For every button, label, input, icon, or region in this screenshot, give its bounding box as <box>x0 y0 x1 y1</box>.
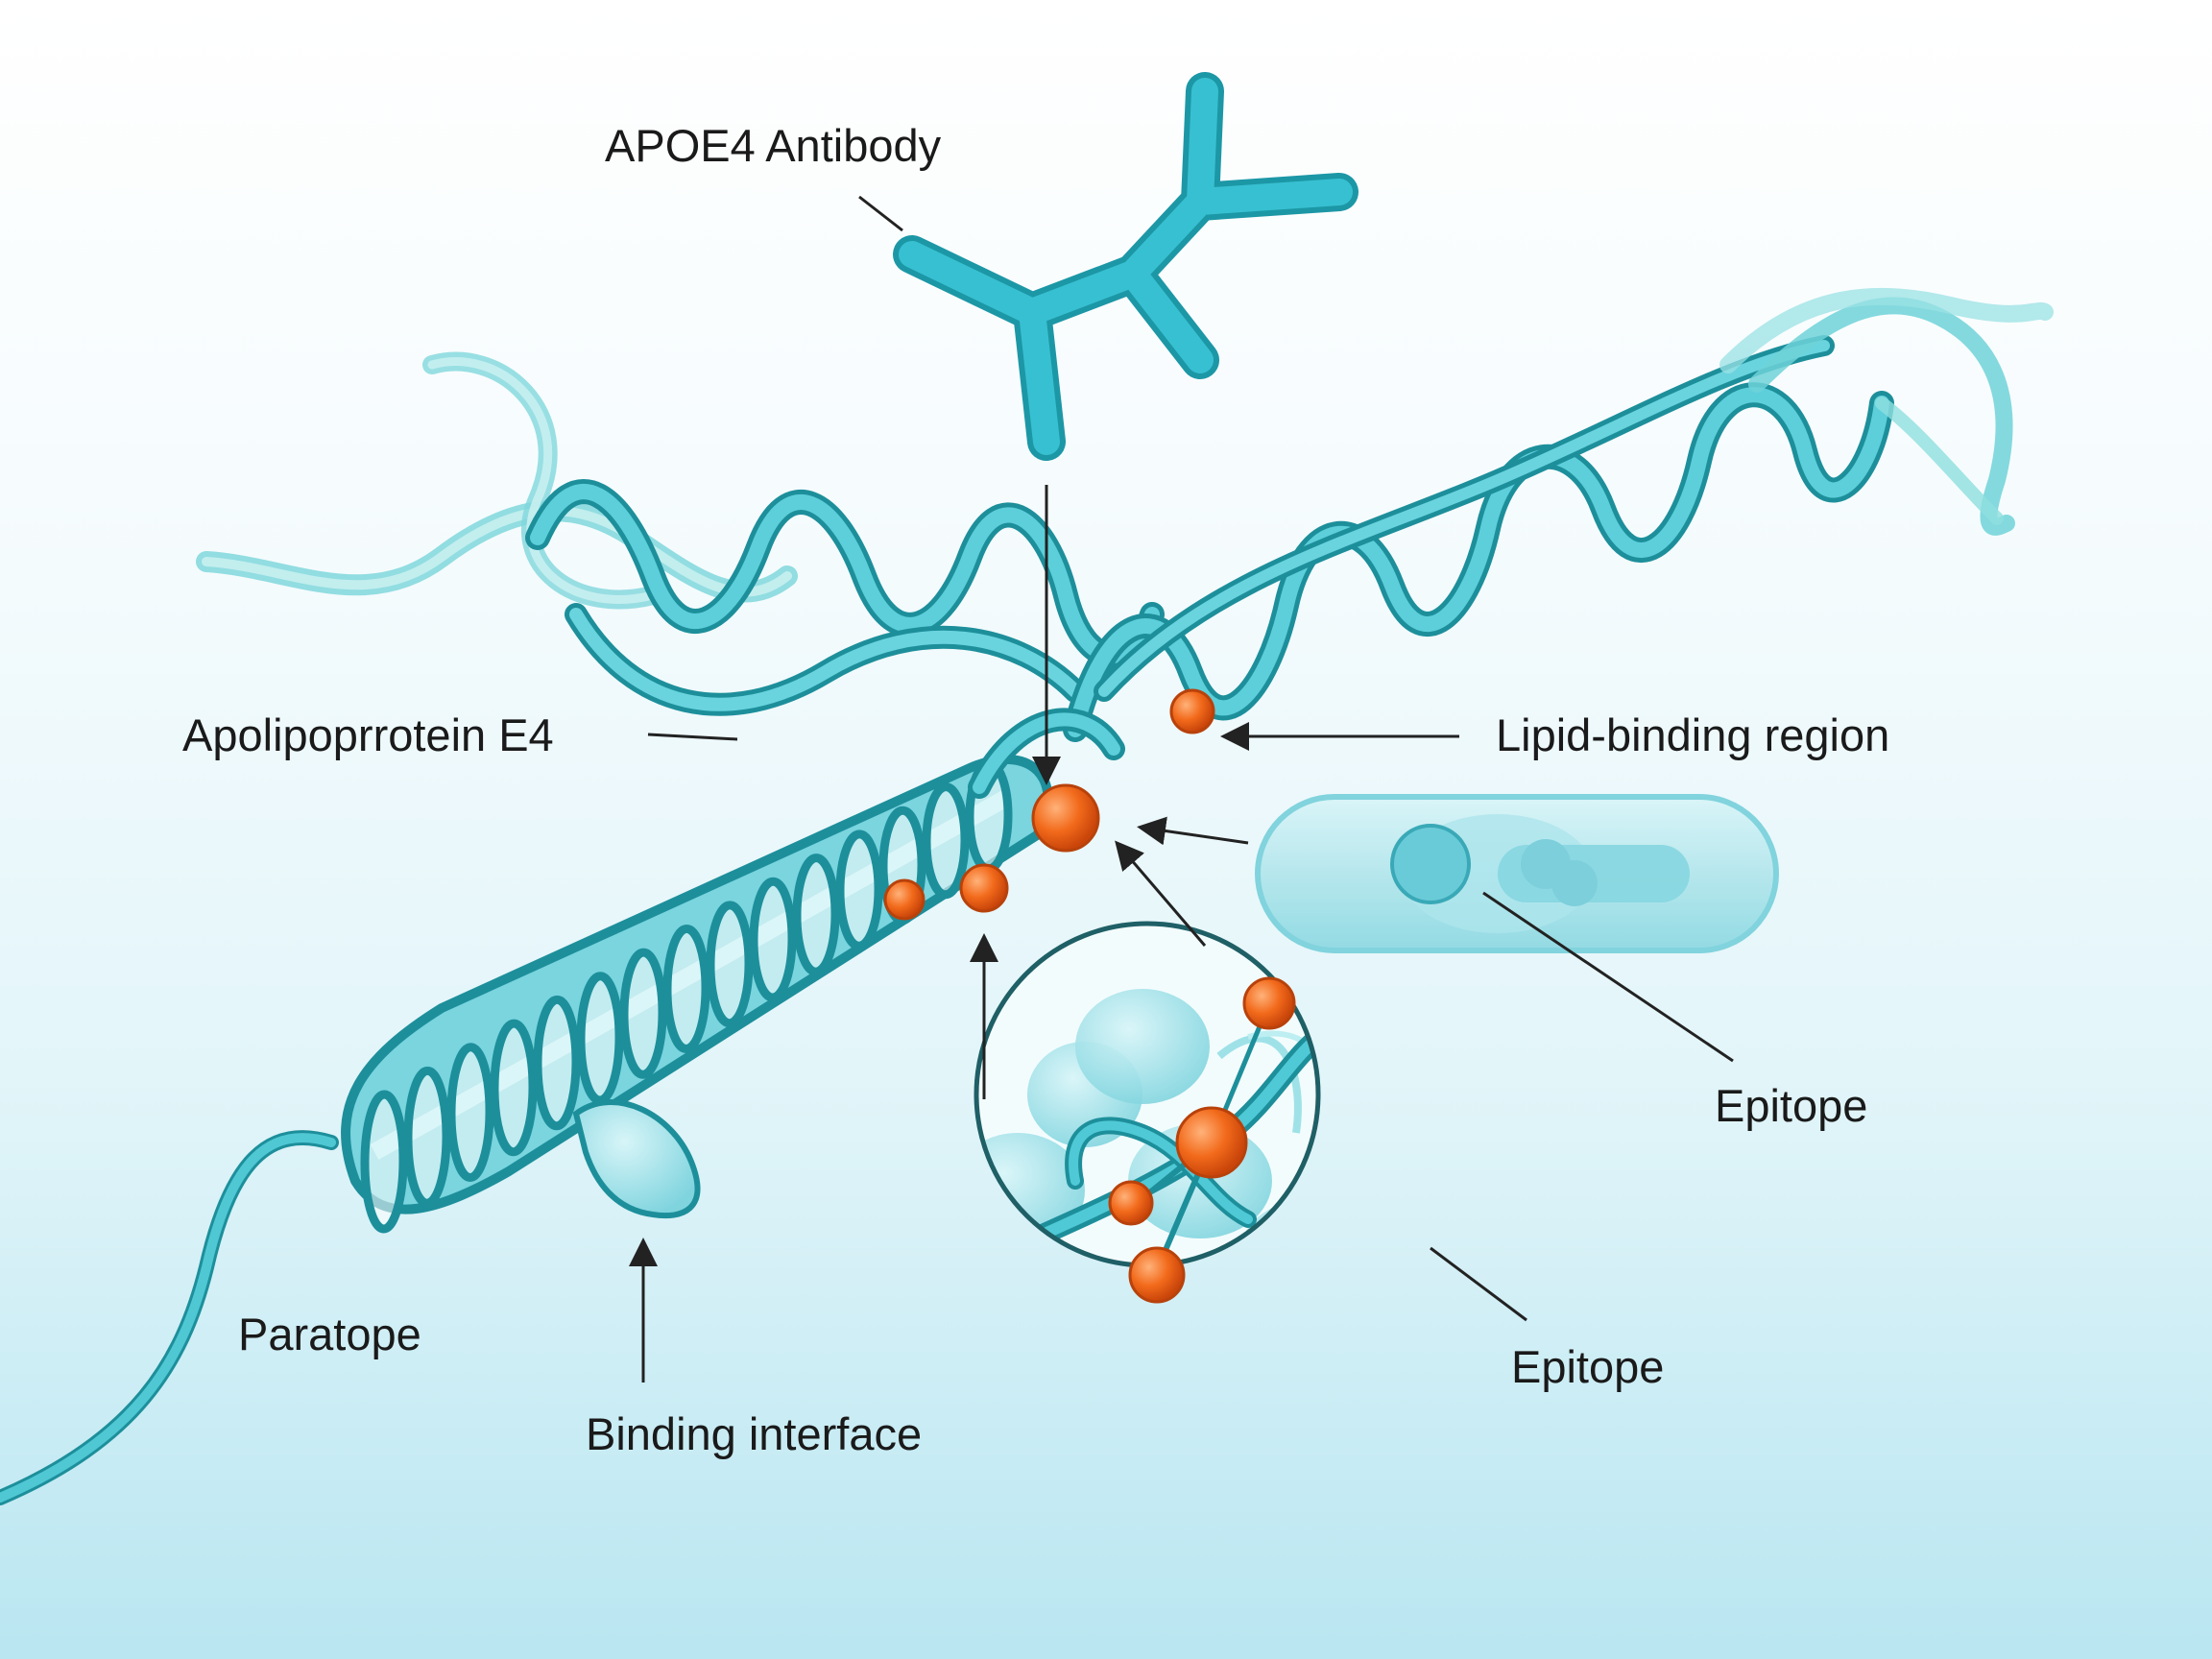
label-binding-interface: Binding interface <box>586 1408 923 1459</box>
helix-rings <box>360 758 1013 1234</box>
epitope-top-leader <box>1482 891 1734 1063</box>
upper-right-helix <box>1063 287 2054 742</box>
residue-dot-circle-top <box>1242 976 1296 1030</box>
label-apolipoprotein: Apolipoprrotein E4 <box>182 709 554 760</box>
residue-dot-b <box>883 878 926 921</box>
paratope-lobe <box>572 1099 701 1219</box>
helix-ring <box>835 830 883 950</box>
binding-residues <box>883 688 1296 1304</box>
label-epitope-bottom: Epitope <box>1511 1341 1665 1392</box>
helix-ring <box>792 854 840 976</box>
helix-ring <box>706 901 754 1028</box>
apolipoprotein-leader <box>647 733 738 741</box>
capsule-arrow <box>1137 816 1249 846</box>
helix-ring <box>576 972 624 1105</box>
antibody-shape <box>893 72 1358 461</box>
label-lipid-binding-region: Lipid-binding region <box>1496 709 1890 760</box>
helix-ring <box>533 995 581 1131</box>
label-epitope-top: Epitope <box>1715 1080 1868 1131</box>
circle-arrow <box>1115 840 1207 947</box>
epitope-bottom-leader <box>1430 1246 1527 1322</box>
residue-dot-circle-center <box>1175 1106 1248 1179</box>
residue-dot-circle-bottom <box>1128 1246 1186 1304</box>
left-protein-tail <box>0 1130 339 1505</box>
residue-dot-main <box>1031 783 1100 853</box>
label-paratope: Paratope <box>238 1309 421 1359</box>
helix-ring <box>490 1019 538 1157</box>
helix-ring <box>922 782 970 900</box>
helix-ring <box>749 877 797 1002</box>
label-antibody: APOE4 Antibody <box>605 120 942 171</box>
helix-ring <box>360 1090 408 1234</box>
left-upper-strand <box>196 351 798 610</box>
upper-left-helix <box>525 479 1165 716</box>
residue-dot-circle-left <box>1108 1180 1154 1226</box>
antibody-leader <box>858 195 903 232</box>
helix-ring <box>662 925 710 1053</box>
leader-lines <box>629 195 1734 1382</box>
helix-ring <box>446 1043 494 1182</box>
epitope-capsule <box>1255 794 1779 953</box>
helix-ring <box>403 1066 451 1208</box>
residue-dot-lipid <box>1169 688 1215 734</box>
center-crossing <box>968 708 1125 799</box>
helix-ring <box>619 948 667 1079</box>
residue-dot-a <box>959 863 1009 913</box>
